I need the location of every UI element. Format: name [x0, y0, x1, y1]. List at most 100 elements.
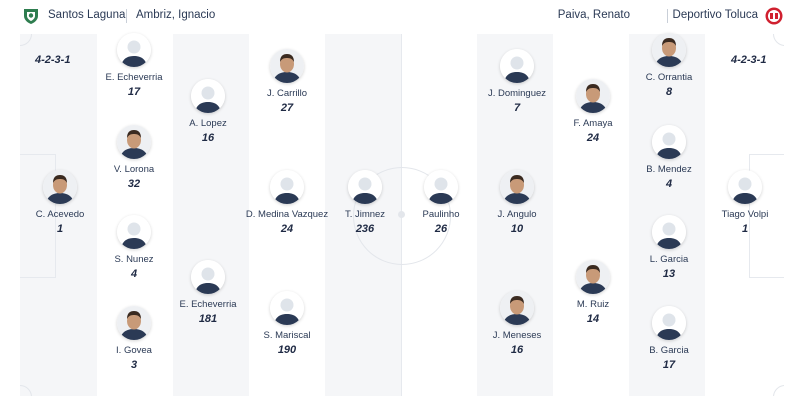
player-avatar-icon[interactable] — [500, 49, 534, 83]
player-number: 190 — [277, 344, 297, 356]
away-player-card[interactable]: J. Dominguez 7 — [469, 49, 565, 114]
player-avatar-icon[interactable] — [424, 170, 458, 204]
home-coach-name: Ambriz, Ignacio — [136, 9, 216, 21]
player-name[interactable]: S. Mariscal — [263, 330, 311, 341]
player-photo[interactable] — [576, 260, 610, 294]
away-player-card[interactable]: J. Angulo 10 — [469, 170, 565, 235]
player-name[interactable]: A. Lopez — [189, 118, 227, 129]
player-avatar-icon[interactable] — [652, 125, 686, 159]
away-player-card[interactable]: B. Mendez 4 — [621, 125, 717, 190]
player-photo[interactable] — [270, 49, 304, 83]
player-avatar-icon[interactable] — [117, 215, 151, 249]
home-player-card[interactable]: S. Nunez 4 — [86, 215, 182, 280]
player-avatar-icon[interactable] — [117, 33, 151, 67]
player-number: 4 — [130, 268, 138, 280]
home-player-card[interactable]: T. Jimnez 236 — [317, 170, 413, 235]
away-player-card[interactable]: B. Garcia 17 — [621, 306, 717, 371]
player-number: 7 — [513, 102, 521, 114]
player-photo[interactable] — [500, 170, 534, 204]
player-number: 24 — [280, 223, 294, 235]
player-avatar-icon[interactable] — [270, 170, 304, 204]
player-avatar-icon[interactable] — [270, 291, 304, 325]
player-number: 1 — [741, 223, 749, 235]
player-name[interactable]: J. Dominguez — [487, 88, 547, 99]
home-player-card[interactable]: J. Carrillo 27 — [239, 49, 335, 114]
player-name[interactable]: J. Angulo — [497, 209, 537, 220]
player-number: 181 — [198, 313, 218, 325]
player-number: 16 — [510, 344, 524, 356]
player-photo[interactable] — [117, 306, 151, 340]
player-avatar-icon[interactable] — [652, 215, 686, 249]
player-number: 17 — [127, 86, 141, 98]
player-avatar-icon[interactable] — [652, 306, 686, 340]
player-number: 32 — [127, 178, 141, 190]
home-team-name[interactable]: Santos Laguna — [48, 9, 126, 21]
player-avatar-icon[interactable] — [728, 170, 762, 204]
santos-laguna-crest-icon[interactable] — [22, 7, 40, 25]
away-penalty-box — [749, 154, 784, 278]
player-name[interactable]: L. Garcia — [649, 254, 689, 265]
player-name[interactable]: S. Nunez — [114, 254, 154, 265]
player-name[interactable]: D. Medina Vazquez — [245, 209, 329, 220]
away-player-card[interactable]: J. Meneses 16 — [469, 291, 565, 356]
player-avatar-icon[interactable] — [348, 170, 382, 204]
away-coach-name: Paiva, Renato — [557, 9, 630, 21]
player-photo[interactable] — [500, 291, 534, 325]
player-number: 4 — [665, 178, 673, 190]
center-spot — [398, 211, 405, 218]
player-photo[interactable] — [652, 33, 686, 67]
player-photo[interactable] — [576, 79, 610, 113]
player-name[interactable]: V. Lorona — [113, 164, 155, 175]
player-name[interactable]: I. Govea — [116, 345, 152, 356]
home-player-card[interactable]: E. Echeverria 17 — [86, 33, 182, 98]
player-name[interactable]: C. Orrantia — [645, 72, 693, 83]
player-number: 10 — [510, 223, 524, 235]
player-photo[interactable] — [117, 125, 151, 159]
corner-arc — [20, 34, 32, 46]
player-avatar-icon[interactable] — [191, 79, 225, 113]
away-player-card[interactable]: Tiago Volpi 1 — [697, 170, 785, 235]
player-number: 26 — [434, 223, 448, 235]
player-number: 236 — [355, 223, 375, 235]
header-divider — [126, 9, 127, 23]
player-name[interactable]: B. Garcia — [649, 345, 689, 356]
player-name[interactable]: B. Mendez — [646, 164, 692, 175]
player-name[interactable]: E. Echeverria — [179, 299, 237, 310]
player-name[interactable]: E. Echeverria — [105, 72, 163, 83]
toluca-crest-icon[interactable] — [765, 7, 783, 25]
home-player-card[interactable]: D. Medina Vazquez 24 — [239, 170, 335, 235]
pitch-stripe — [249, 34, 325, 396]
player-name[interactable]: M. Ruiz — [576, 299, 610, 310]
player-name[interactable]: T. Jimnez — [344, 209, 386, 220]
corner-arc — [20, 385, 32, 396]
corner-arc — [773, 385, 784, 396]
player-name[interactable]: C. Acevedo — [35, 209, 85, 220]
home-formation: 4-2-3-1 — [35, 54, 71, 66]
player-name[interactable]: J. Carrillo — [266, 88, 308, 99]
home-player-card[interactable]: S. Mariscal 190 — [239, 291, 335, 356]
lineup-header: Santos Laguna Ambriz, Ignacio Paiva, Ren… — [0, 0, 785, 34]
away-player-card[interactable]: Paulinho 26 — [393, 170, 489, 235]
player-name[interactable]: Paulinho — [422, 209, 460, 220]
away-team-name[interactable]: Deportivo Toluca — [672, 9, 758, 21]
away-formation: 4-2-3-1 — [731, 54, 767, 66]
player-number: 17 — [662, 359, 676, 371]
pitch — [20, 34, 784, 396]
player-name[interactable]: J. Meneses — [492, 330, 542, 341]
home-player-card[interactable]: E. Echeverria 181 — [160, 260, 256, 325]
home-player-card[interactable]: V. Lorona 32 — [86, 125, 182, 190]
home-penalty-box — [20, 154, 56, 278]
pitch-stripe — [705, 34, 784, 396]
player-photo[interactable] — [43, 170, 77, 204]
player-name[interactable]: F. Amaya — [573, 118, 613, 129]
player-name[interactable]: Tiago Volpi — [721, 209, 769, 220]
player-avatar-icon[interactable] — [191, 260, 225, 294]
player-number: 27 — [280, 102, 294, 114]
